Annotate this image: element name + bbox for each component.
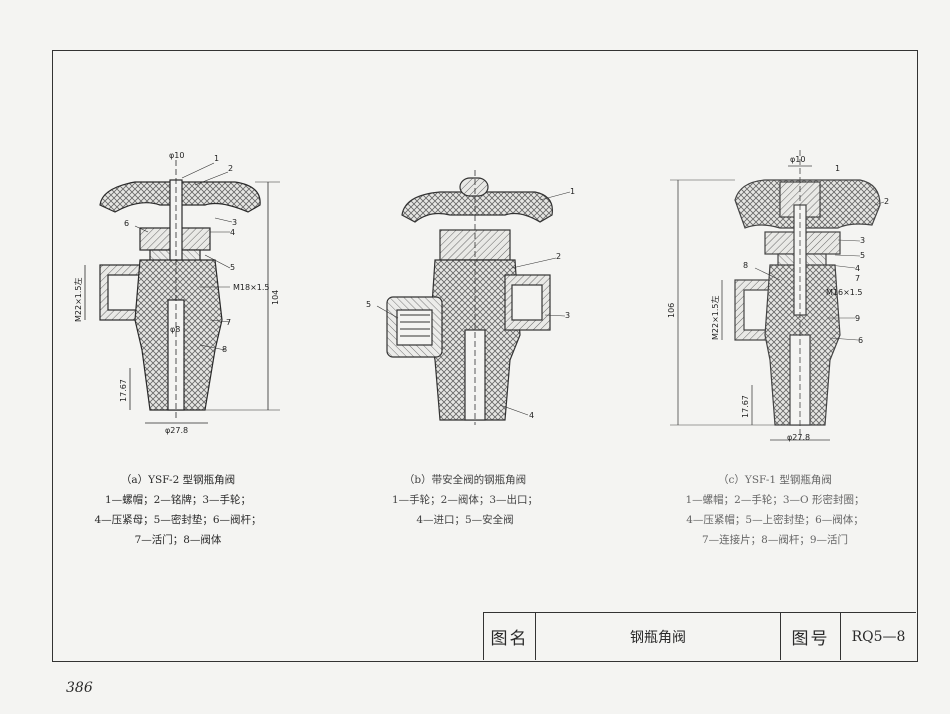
figure-c-caption: （c）YSF-1 型钢瓶角阀 1—螺帽；2—手轮；3—O 形密封圈； 4—压紧帽… xyxy=(655,470,895,550)
fig-a-part-8: 8 xyxy=(222,345,227,354)
title-block: 图名 钢瓶角阀 图号 RQ5—8 xyxy=(483,612,916,660)
figure-c-caption-line: 1—螺帽；2—手轮；3—O 形密封圈； xyxy=(685,494,865,506)
drawing-frame xyxy=(52,50,918,662)
fig-a-dim-bottom-dia: φ27.8 xyxy=(165,426,188,435)
fig-c-part-2: 2 xyxy=(884,197,889,206)
fig-a-dim-inner-dia: φ8 xyxy=(170,325,180,334)
fig-b-part-3: 3 xyxy=(565,311,570,320)
fig-b-part-4: 4 xyxy=(529,411,534,420)
fig-c-part-7: 7 xyxy=(855,274,860,283)
fig-c-dim-top-dia: φ10 xyxy=(790,155,805,164)
fig-a-dim-stem-thread: M18×1.5 xyxy=(233,283,270,292)
figure-a-valve xyxy=(84,160,280,424)
fig-c-dim-stem-thread: M16×1.5 xyxy=(826,288,863,297)
figure-b-caption-line: 1—手轮；2—阀体；3—出口； xyxy=(391,494,539,506)
fig-c-part-3: 3 xyxy=(860,236,865,245)
fig-a-part-4: 4 xyxy=(230,228,235,237)
fig-c-dim-height: 106 xyxy=(667,303,676,318)
fig-c-part-6: 6 xyxy=(858,336,863,345)
fig-b-part-5: 5 xyxy=(366,300,371,309)
fig-c-part-8: 8 xyxy=(743,261,748,270)
fig-c-part-1: 1 xyxy=(835,164,840,173)
fig-c-dim-side-thread: M22×1.5左 xyxy=(710,295,720,340)
figure-a-caption-title: （a）YSF-2 型钢瓶角阀 xyxy=(120,474,236,486)
fig-c-dim-bottom-len: 17.67 xyxy=(741,395,750,418)
fig-a-dim-top-dia: φ10 xyxy=(169,151,184,160)
fig-a-part-3: 3 xyxy=(232,218,237,227)
figure-b-caption: （b）带安全阀的钢瓶角阀 1—手轮；2—阀体；3—出口； 4—进口；5—安全阀 xyxy=(345,470,585,530)
figure-a-caption-line: 1—螺帽；2—铭牌；3—手轮； xyxy=(104,494,252,506)
fig-a-dim-height: 104 xyxy=(271,290,280,305)
fig-a-part-1: 1 xyxy=(214,154,219,163)
figure-b-caption-line: 4—进口；5—安全阀 xyxy=(416,514,514,526)
fig-a-part-6: 6 xyxy=(124,219,129,228)
fig-a-part-2: 2 xyxy=(228,164,233,173)
fig-a-part-5: 5 xyxy=(230,263,235,272)
fig-c-dim-bottom-dia: φ27.8 xyxy=(787,433,810,442)
figure-c-valve xyxy=(670,150,885,441)
fig-a-dim-bottom-len: 17.67 xyxy=(119,379,128,402)
figure-a-caption-line: 7—活门；8—阀体 xyxy=(134,534,222,546)
figure-b-caption-title: （b）带安全阀的钢瓶角阀 xyxy=(403,474,527,486)
figure-c-caption-line: 7—连接片；8—阀杆；9—活门 xyxy=(701,534,849,546)
drawing-name-value: 钢瓶角阀 xyxy=(536,613,781,660)
fig-c-part-5: 5 xyxy=(860,251,865,260)
fig-c-part-9: 9 xyxy=(855,314,860,323)
figure-c-caption-line: 4—压紧帽；5—上密封垫；6—阀体； xyxy=(686,514,864,526)
fig-a-part-7: 7 xyxy=(226,318,231,327)
drawing-name-label: 图名 xyxy=(484,613,536,660)
fig-c-part-4: 4 xyxy=(855,264,860,273)
figure-a-caption: （a）YSF-2 型钢瓶角阀 1—螺帽；2—铭牌；3—手轮； 4—压紧母；5—密… xyxy=(58,470,298,550)
page-number: 386 xyxy=(66,680,93,696)
drawing-number-value: RQ5—8 xyxy=(851,628,906,645)
fig-a-dim-side-thread: M22×1.5左 xyxy=(73,277,83,322)
fig-b-part-2: 2 xyxy=(556,252,561,261)
drawing-number-label: 图号 xyxy=(781,613,841,660)
fig-b-part-1: 1 xyxy=(570,187,575,196)
figure-b-valve xyxy=(376,170,571,425)
figure-a-caption-line: 4—压紧母；5—密封垫；6—阀杆； xyxy=(94,514,262,526)
figure-c-caption-title: （c）YSF-1 型钢瓶角阀 xyxy=(718,474,832,486)
